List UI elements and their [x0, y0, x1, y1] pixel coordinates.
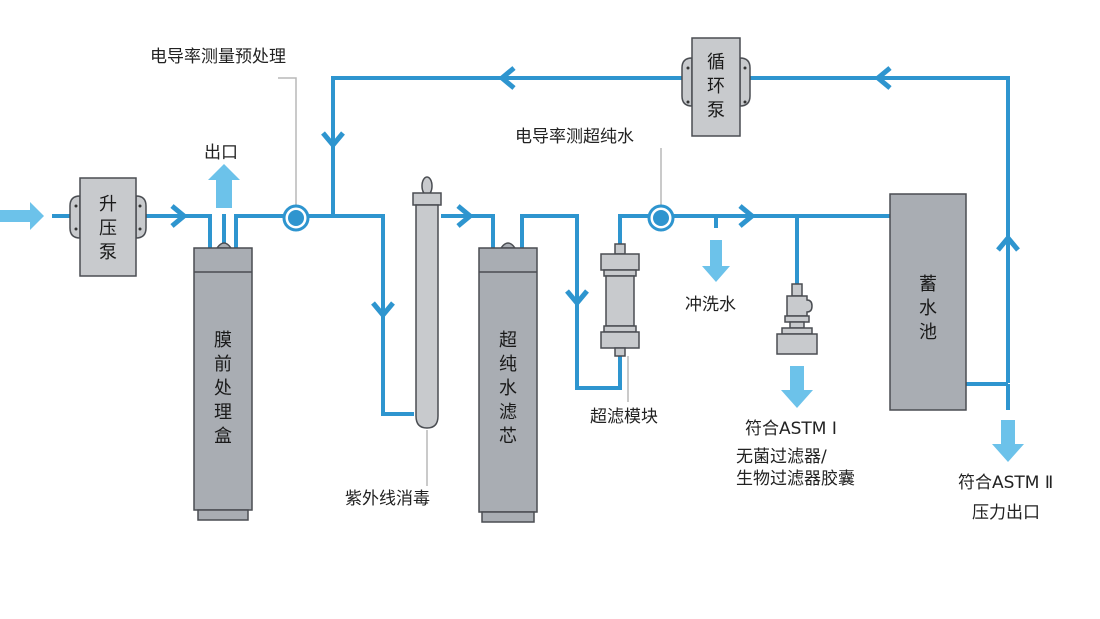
ultrapure-label-char: 滤: [499, 402, 517, 423]
pretreatment-cartridge-base: [197, 509, 249, 521]
pretreatment-label-char: 膜: [214, 330, 232, 351]
astm1-desc-line1: 无菌过滤器/: [736, 447, 827, 467]
astm2-label: 符合ASTM Ⅱ: [958, 473, 1053, 493]
conductivity-pretreatment-label: 电导率测量预处理: [150, 47, 286, 67]
pretreatment-label-char: 理: [214, 402, 232, 423]
flow-arrow-right-icon: [738, 204, 756, 228]
conductivity-pretreatment-leader: [278, 77, 297, 206]
flow-arrow-left-icon: [874, 66, 892, 90]
flow-arrow-down-icon: [565, 289, 589, 307]
rinse-water-arrow-icon: [702, 240, 730, 282]
storage-tank-label-char: 水: [919, 298, 937, 319]
inlet-arrow-icon: [0, 202, 44, 230]
ultrapure-label-char: 纯: [499, 354, 517, 375]
circulation-pump-label-char: 循: [707, 52, 725, 73]
astm1-desc-line2: 生物过滤器胶囊: [736, 469, 855, 489]
pretreatment-cartridge-body: [193, 247, 253, 511]
ultrapure-label-char: 水: [499, 378, 517, 399]
flow-arrow-up-icon: [996, 234, 1020, 252]
ultrapure-cartridge-body: [478, 247, 538, 513]
circulation-pump-label-char: 泵: [707, 100, 725, 121]
astm1-label: 符合ASTM Ⅰ: [745, 419, 837, 439]
pretreatment-label-char: 盒: [214, 426, 232, 447]
astm2-desc: 压力出口: [972, 503, 1040, 523]
booster-pump-label-char: 压: [99, 218, 117, 239]
sterile-filter: [776, 283, 818, 355]
ultrapure-label-char: 超: [499, 330, 517, 351]
uv-lamp-label: 紫外线消毒: [345, 489, 430, 509]
pump-bracket-right: [135, 195, 147, 239]
pretreatment-label-char: 前: [214, 354, 232, 375]
pretreatment-cartridge: 膜 前 处 理 盒: [193, 242, 253, 521]
pipe-uf-to-tank: [618, 214, 890, 252]
flow-arrows: [170, 66, 1020, 319]
storage-tank-label-char: 蓄: [919, 274, 937, 295]
flow-arrow-left-icon: [498, 66, 516, 90]
ultrafiltration-module: [600, 243, 640, 357]
conductivity-sensor-core: [288, 210, 304, 226]
storage-tank-body: [889, 193, 967, 411]
pipe-pretreatment-to-uv: [234, 214, 414, 416]
flow-arrow-down-icon: [321, 131, 345, 149]
circulation-pump-body: [691, 37, 741, 137]
conductivity-sensor-core: [653, 210, 669, 226]
flow-arrow-down-icon: [371, 301, 395, 319]
sterile-outlet-arrow-icon: [781, 366, 813, 408]
uf-module-label: 超滤模块: [590, 407, 658, 427]
flow-arrow-right-icon: [456, 204, 474, 228]
pressure-outlet-arrow-icon: [992, 420, 1024, 462]
circulation-pump: 循 环 泵: [681, 37, 751, 137]
circulation-pump-label-char: 环: [707, 76, 725, 97]
storage-tank-label-char: 池: [919, 322, 937, 343]
pipe-uv-to-cartridge: [441, 214, 495, 248]
storage-tank: 蓄 水 池: [889, 193, 967, 411]
uv-lamp-tube: [415, 204, 439, 429]
flow-arrow-right-icon: [170, 204, 188, 228]
booster-pump-body: [79, 177, 137, 277]
outlet-arrow-icon: [208, 164, 240, 208]
booster-pump-label-char: 泵: [99, 242, 117, 263]
pipe-pump-to-pretreatment: [138, 214, 212, 248]
ultrapure-cartridge: 超 纯 水 滤 芯: [478, 242, 538, 523]
booster-pump: 升 压 泵: [69, 177, 147, 277]
booster-pump-label-char: 升: [99, 194, 117, 215]
pretreatment-label-char: 处: [214, 378, 232, 399]
conductivity-ultrapure-label: 电导率测超纯水: [515, 127, 634, 147]
pump-bracket-left: [69, 195, 81, 239]
sterile-filter-body: [786, 295, 813, 317]
uf-module-body: [605, 275, 635, 327]
outlet-label: 出口: [204, 143, 238, 163]
ultrapure-label-char: 芯: [499, 426, 517, 447]
uv-lamp: [412, 176, 442, 429]
rinse-water-label: 冲洗水: [685, 295, 736, 315]
